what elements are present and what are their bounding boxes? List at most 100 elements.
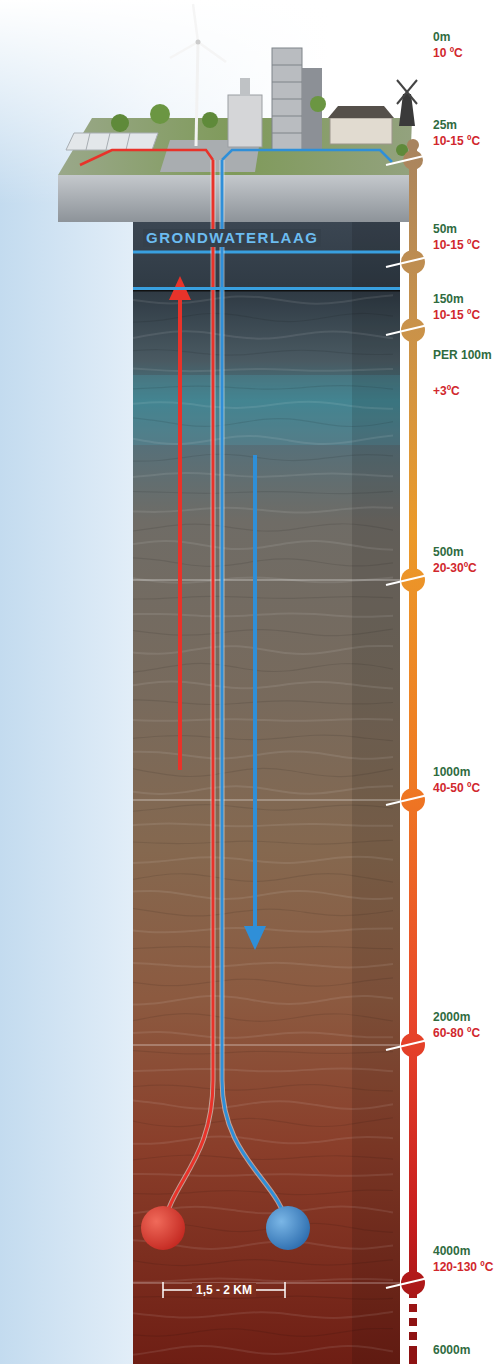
stratum-line (133, 824, 393, 827)
temperature-label: 40-50 ºC (433, 781, 480, 795)
earth-column (133, 222, 400, 1364)
depth-tick (386, 257, 428, 267)
slab-front (58, 175, 410, 222)
stratum-line (133, 350, 393, 355)
thermometer-dash (409, 1332, 417, 1340)
stratum-line (133, 1328, 393, 1336)
stratum-line (133, 874, 393, 883)
stratum-line (133, 629, 393, 636)
stratum-line (133, 1085, 393, 1091)
layer-name: GRONDWATERLAAG (143, 229, 321, 247)
stratum-line (133, 682, 393, 689)
gradient-note: +3ºC (433, 384, 460, 398)
depth-tick (386, 575, 428, 585)
greenhouse-rib (126, 133, 130, 150)
stratum-line (133, 454, 393, 461)
stratum-line (133, 1051, 393, 1054)
stratum-line (133, 786, 393, 794)
building-floor (272, 99, 302, 100)
wind-turbine-blade (170, 42, 198, 58)
house-roof (328, 106, 394, 118)
stratum-line (133, 507, 393, 512)
building-floor (272, 65, 302, 66)
stratum-line (133, 857, 393, 863)
stratum-line (133, 402, 393, 409)
groundwater-layer: GRONDWATERLAAG (133, 226, 400, 290)
downflow-arrowhead (244, 926, 266, 950)
stratum-line (133, 491, 393, 493)
stratum-line (133, 978, 393, 986)
wells (141, 160, 310, 1298)
greenhouse-rib (86, 133, 90, 150)
stratum-line (133, 908, 393, 915)
stratum-line (133, 700, 393, 705)
depth-label: 4000m (433, 1244, 470, 1258)
depth-line (133, 1282, 400, 1284)
building-floor (272, 133, 302, 134)
temperature-label: 20-30ºC (433, 561, 477, 575)
windmill-sail (397, 80, 417, 104)
tree (310, 96, 326, 112)
cold-reservoir (266, 1206, 310, 1250)
wind-turbine-blade (193, 4, 198, 42)
stratum-line (133, 1296, 393, 1299)
greenhouse (66, 133, 158, 150)
stratum-line (133, 418, 393, 427)
pipe-halo (222, 160, 288, 1228)
depth-line (133, 799, 400, 801)
depth-label: 0m (433, 30, 450, 44)
dimension-tick (284, 1282, 286, 1298)
depth-tick (386, 1040, 428, 1050)
temperature-label: 10-15 ºC (433, 238, 480, 252)
thermometer-dash (409, 1318, 417, 1326)
tall-building (272, 48, 302, 150)
stratum-line (133, 386, 393, 390)
building-floor (272, 82, 302, 83)
wind-turbine-hub (196, 40, 201, 45)
cold-pipe-surface (222, 150, 392, 162)
stratum-line (133, 1118, 393, 1127)
wind-turbine-mast (196, 42, 198, 146)
tree (111, 114, 129, 132)
depth-line (133, 1044, 400, 1046)
stratum-line (133, 963, 393, 968)
dimension-tick (162, 1282, 164, 1298)
stratum-line (133, 1346, 393, 1355)
pipe-halo (163, 160, 213, 1228)
stratum-line (133, 1068, 393, 1071)
stratum-line (133, 996, 393, 1005)
thermometer-dash (409, 1346, 417, 1364)
gradient-note: PER 100m (433, 348, 492, 362)
stratum-line (133, 1032, 393, 1038)
stratum-line (133, 840, 393, 844)
hot-reservoir (141, 1206, 185, 1250)
factory-tower (240, 78, 250, 96)
hot-pipe-surface (80, 150, 213, 165)
surface-slab (58, 4, 417, 222)
upflow-arrow (178, 298, 182, 770)
stratum-line (133, 1137, 393, 1144)
depth-tick (386, 795, 428, 805)
stratum-line (133, 805, 393, 812)
stratum-line (133, 473, 393, 477)
tree (150, 104, 170, 124)
temperature-label: 120-130 ºC (433, 1260, 493, 1274)
depth-label: 500m (433, 545, 464, 559)
depth-tick (386, 155, 428, 165)
factory (228, 95, 262, 147)
stratum-line (133, 596, 393, 599)
stratum-line (133, 646, 393, 654)
stratum-line (133, 1101, 393, 1109)
temperature-label: 10-15 ºC (433, 134, 480, 148)
depth-tick (386, 325, 428, 335)
depth-label: 2000m (433, 1010, 470, 1024)
dimension-label: 1,5 - 2 KM (192, 1283, 256, 1297)
temperature-label: 60-80 ºC (433, 1026, 480, 1040)
stratum-line (133, 1279, 393, 1282)
wind-turbine-blade (198, 42, 226, 62)
injection-well (222, 160, 288, 1228)
